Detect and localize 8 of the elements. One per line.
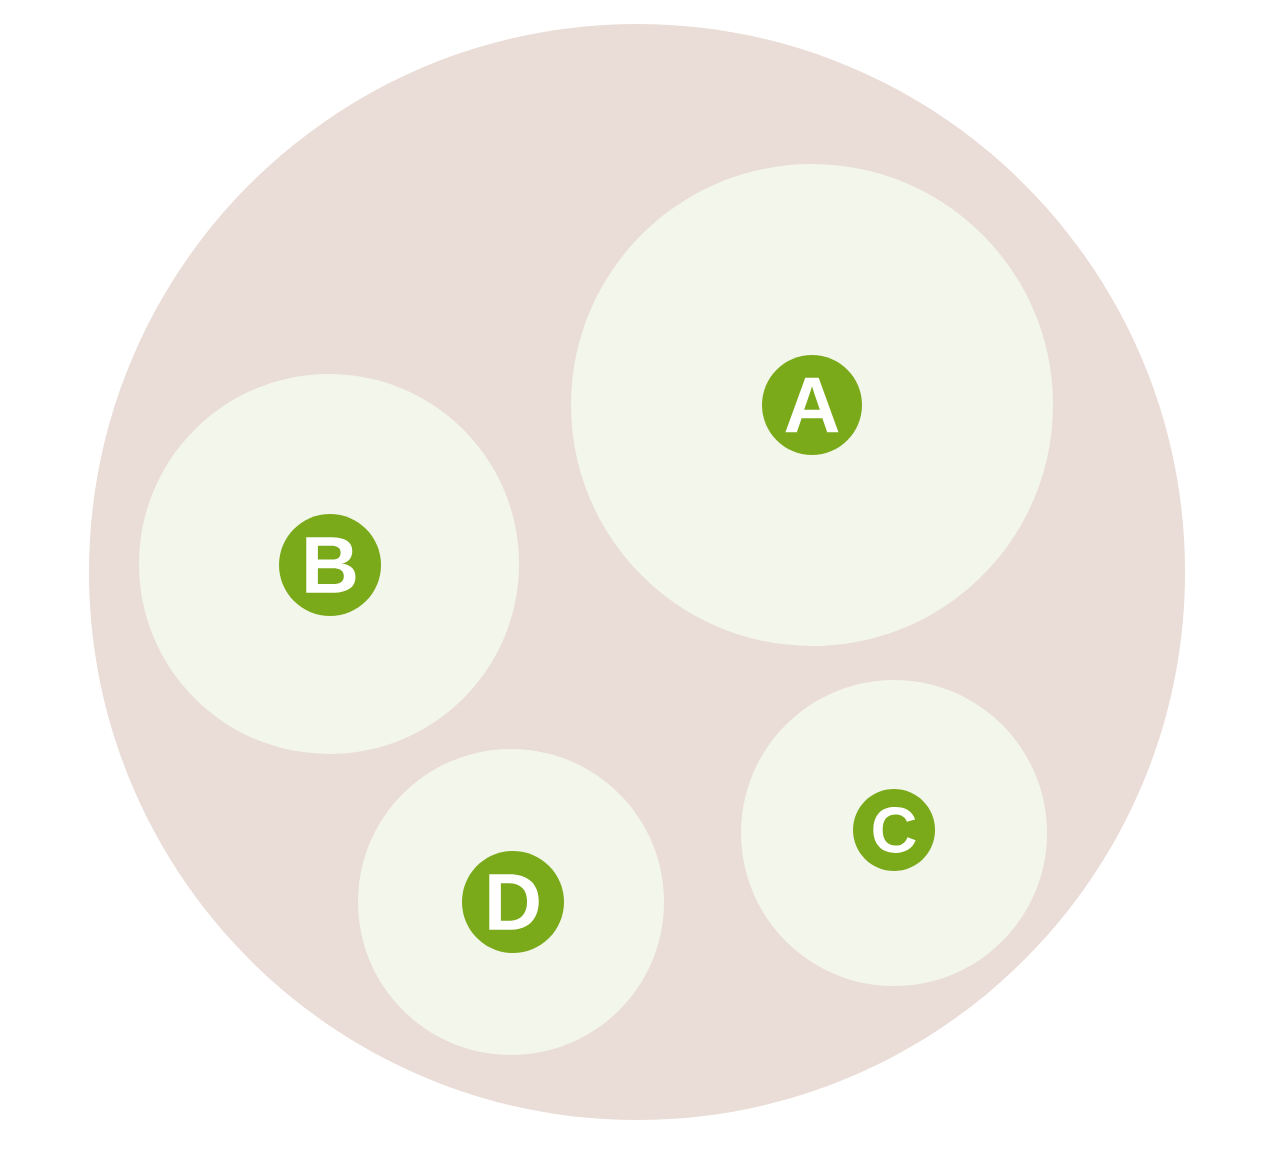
letter-badge: C (853, 789, 935, 871)
letter-badge: D (462, 851, 564, 953)
letter-badge: A (762, 355, 862, 455)
letter-badge: B (279, 514, 381, 616)
inner-circle (139, 374, 519, 754)
inner-circle (358, 749, 664, 1055)
inner-circle (571, 164, 1053, 646)
inner-circle (741, 680, 1047, 986)
